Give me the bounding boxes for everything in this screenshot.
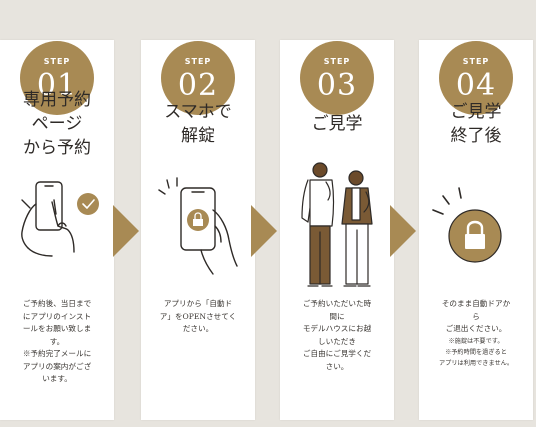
step-card-03: STEP 03 ご見学 ご予約いただいた時 間に モデルハウスにお越 し [280,40,394,420]
step-card-02: STEP 02 スマホで 解錠 アプリから「自動ド ア」をOPENさせてく ださ… [141,40,255,420]
step-title: スマホで 解錠 [164,102,232,146]
padlock-icon [419,170,533,300]
step-title: ご見学 [311,114,363,134]
phone-tap-check-icon [0,170,114,300]
step-number: 02 [177,68,219,103]
step-number: 01 [36,68,78,103]
arrow-right-icon [113,205,139,257]
step-label: STEP [184,57,212,66]
step-badge: STEP 01 [20,41,94,115]
step-title: 専用予約 ページ から予約 [23,90,91,158]
step-card-01: STEP 01 専用予約 ページ から予約 ご予約後、当日まで にアプリのインス… [0,40,114,420]
step-card-04: STEP 04 ご見学 終了後 そのまま自動ドアか ら ご退出ください。 ※施錠… [419,40,533,420]
step-badge: STEP 02 [161,41,235,115]
step-label: STEP [462,57,490,66]
step-label: STEP [43,57,71,66]
step-description: アプリから「自動ド ア」をOPENさせてく ださい。 [159,299,237,333]
step-number: 03 [316,68,358,103]
step-title: ご見学 終了後 [450,102,502,146]
couple-visitors-icon [280,160,394,290]
step-number: 04 [455,68,497,103]
arrow-right-icon [251,205,277,257]
step-badge: STEP 04 [439,41,513,115]
arrow-right-icon [390,205,416,257]
step-description: ご予約後、当日まで にアプリのインスト ールをお願い致しま す。 ※予約完了メー… [22,299,92,383]
phone-unlock-icon [141,170,255,300]
step-label: STEP [323,57,351,66]
step-description: そのまま自動ドアか ら ご退出ください。 ※施錠は不要です。 ※予約時間を過ぎる… [438,299,514,367]
step-description: ご予約いただいた時 間に モデルハウスにお越 しいただき ご自由にご見学くだ さ… [302,299,372,371]
step-badge: STEP 03 [300,41,374,115]
